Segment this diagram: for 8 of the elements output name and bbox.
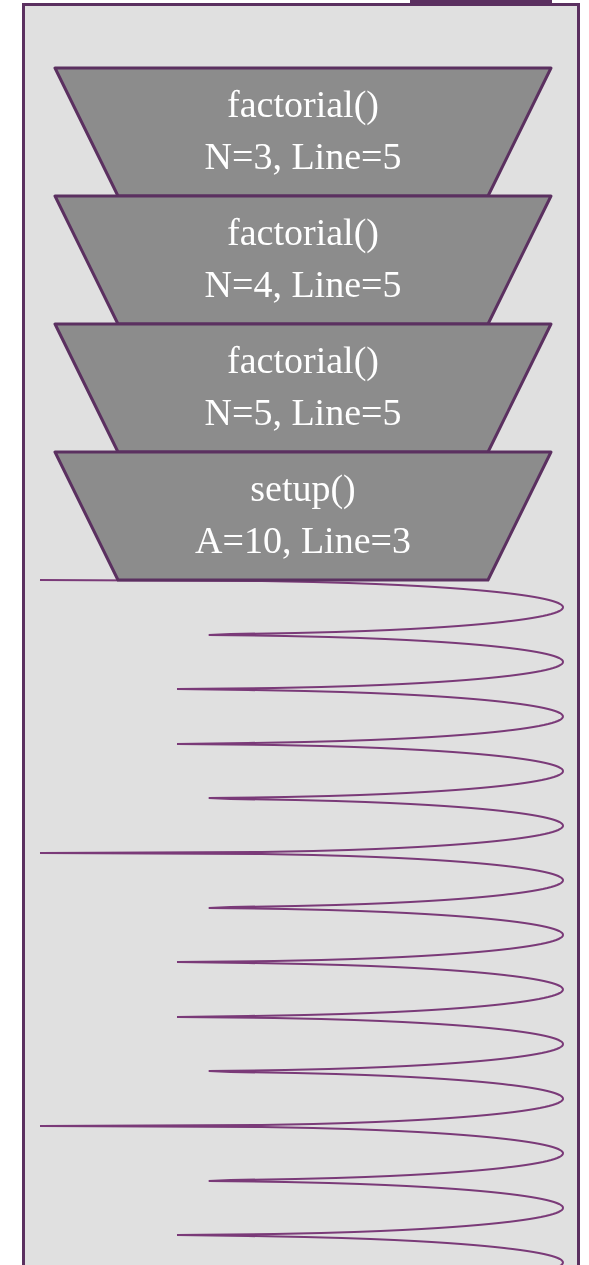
frame-variables: A=10, Line=3: [195, 518, 411, 563]
function-name: setup(): [250, 466, 356, 511]
frame-variables: N=4, Line=5: [204, 262, 402, 307]
frame-variables: N=3, Line=5: [204, 134, 402, 179]
function-name: factorial(): [227, 82, 379, 127]
function-name: factorial(): [227, 210, 379, 255]
function-name: factorial(): [227, 338, 379, 383]
frame-variables: N=5, Line=5: [204, 390, 402, 435]
